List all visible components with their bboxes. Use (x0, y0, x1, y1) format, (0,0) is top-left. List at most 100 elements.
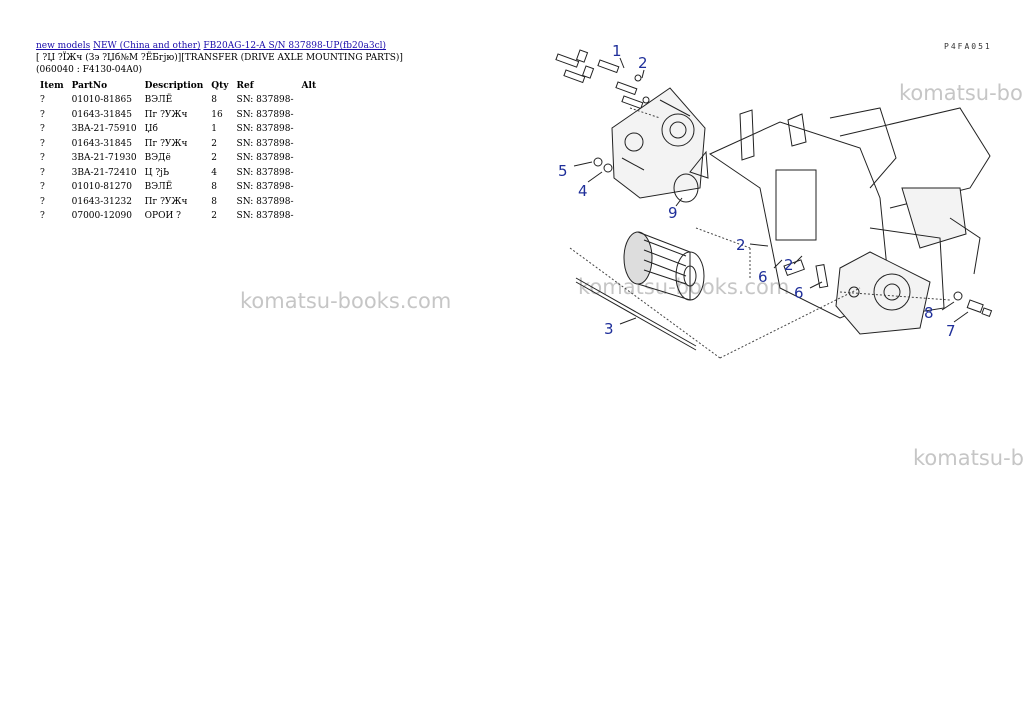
cell-description: Ц ?јЬ (144, 167, 170, 178)
washer-icon (603, 163, 613, 173)
cell-partno: 3BA-21-72410 (71, 167, 137, 178)
cell-alt (298, 180, 321, 195)
callout-number: 2 (638, 54, 648, 72)
cell-ref: SN: 837898- (236, 211, 294, 222)
cell-qty: 2 (211, 211, 218, 222)
o-ring-part (673, 173, 699, 203)
callout-number: 9 (668, 204, 678, 222)
table-row: ? 01643-31845 Пг ?УЖч 16 SN: 837898- (36, 108, 320, 123)
exploded-parts-diagram: 1 2 5 4 9 2 6 2 6 3 8 7 (555, 42, 993, 359)
breadcrumb: new models NEW (China and other) FB20AG-… (36, 40, 386, 52)
column-header-description: Description (144, 80, 204, 91)
cell-alt (298, 108, 321, 123)
cell-item: ? (40, 167, 45, 178)
watermark-text: komatsu-books.com (240, 289, 452, 313)
column-header-qty: Qty (211, 80, 229, 91)
bolt-icon (555, 49, 650, 110)
cell-partno: 07000-12090 (71, 211, 132, 222)
cell-alt (298, 122, 321, 137)
breadcrumb-link-new-models[interactable]: new models (36, 41, 91, 51)
cell-description: Пг ?УЖч (144, 196, 188, 207)
callout-number: 5 (558, 162, 568, 180)
cell-alt (298, 151, 321, 166)
cell-ref: SN: 837898- (236, 138, 294, 149)
watermark-text: komatsu-books.com (578, 275, 790, 299)
cell-description: ВЭДё (144, 153, 171, 164)
cell-partno: 01643-31845 (71, 109, 132, 120)
cell-ref: SN: 837898- (236, 95, 294, 106)
cell-partno: 01010-81270 (71, 182, 132, 193)
cell-item: ? (40, 153, 45, 164)
cell-qty: 8 (211, 182, 218, 193)
transfer-housing-part (611, 87, 706, 199)
cell-alt (298, 209, 321, 224)
cell-alt (298, 93, 321, 108)
cell-item: ? (40, 124, 45, 135)
figure-code: P4FA051 (944, 42, 992, 51)
callout-number: 3 (604, 320, 614, 338)
callout-number: 8 (924, 304, 934, 322)
column-header-item: Item (40, 80, 64, 91)
washer-icon (593, 157, 603, 167)
cell-qty: 2 (211, 153, 218, 164)
cell-item: ? (40, 109, 45, 120)
cell-description: Пг ?УЖч (144, 138, 188, 149)
cell-partno: 01010-81865 (71, 95, 132, 106)
cell-qty: 4 (211, 167, 218, 178)
cell-ref: SN: 837898- (236, 109, 294, 120)
callout-number: 7 (946, 322, 956, 340)
cell-alt (298, 195, 321, 210)
frame-chassis-part (689, 107, 991, 319)
cell-ref: SN: 837898- (236, 196, 294, 207)
cell-qty: 16 (211, 109, 223, 120)
bolt-icon (953, 291, 993, 318)
watermark-text: komatsu-bo (899, 81, 1023, 105)
cell-ref: SN: 837898- (236, 124, 294, 135)
cell-partno: 01643-31232 (71, 196, 132, 207)
callout-number: 6 (794, 284, 804, 302)
cell-ref: SN: 837898- (236, 153, 294, 164)
cell-ref: SN: 837898- (236, 167, 294, 178)
cell-qty: 8 (211, 196, 218, 207)
cell-description: ВЭЛЁ (144, 95, 173, 106)
cell-item: ? (40, 182, 45, 193)
column-header-partno: PartNo (71, 80, 108, 91)
bracket-part (815, 264, 829, 289)
wheel-hub-part (835, 251, 931, 335)
drive-motor-part (623, 231, 705, 301)
column-header-alt: Alt (301, 80, 317, 91)
cell-item: ? (40, 138, 45, 149)
callout-number: 6 (758, 268, 768, 286)
cell-alt (298, 137, 321, 152)
parts-table: Item PartNo Description Qty Ref Alt ? 010… (36, 78, 320, 224)
table-row: ? 07000-12090 ОРОИ ? 2 SN: 837898- (36, 209, 320, 224)
table-header-row: Item PartNo Description Qty Ref Alt (36, 78, 320, 93)
callout-number: 4 (578, 182, 588, 200)
cell-item: ? (40, 211, 45, 222)
callout-number: 2 (736, 236, 746, 254)
cell-partno: 01643-31845 (71, 138, 132, 149)
cell-description: Пг ?УЖч (144, 109, 188, 120)
axle-shaft-part (575, 277, 697, 351)
callout-number: 2 (784, 256, 794, 274)
cell-alt (298, 166, 321, 181)
cell-qty: 2 (211, 138, 218, 149)
bracket-part (783, 259, 805, 277)
callout-number: 1 (612, 42, 622, 60)
cell-description: ВЭЛЁ (144, 182, 173, 193)
cell-partno: 3BA-21-71930 (71, 153, 137, 164)
cell-description: ОРОИ ? (144, 211, 181, 222)
breadcrumb-link-model[interactable]: FB20AG-12-A S/N 837898-UP(fb20a3cl) (203, 41, 387, 51)
cell-partno: 3BA-21-75910 (71, 124, 137, 135)
column-header-ref: Ref (236, 80, 254, 91)
table-row: ? 01643-31845 Пг ?УЖч 2 SN: 837898- (36, 137, 320, 152)
breadcrumb-link-region[interactable]: NEW (China and other) (93, 41, 201, 51)
cell-qty: 8 (211, 95, 218, 106)
watermark-text: komatsu-b (913, 446, 1024, 470)
cell-description: Џб (144, 124, 158, 135)
table-row: ? 3BA-21-72410 Ц ?јЬ 4 SN: 837898- (36, 166, 320, 181)
